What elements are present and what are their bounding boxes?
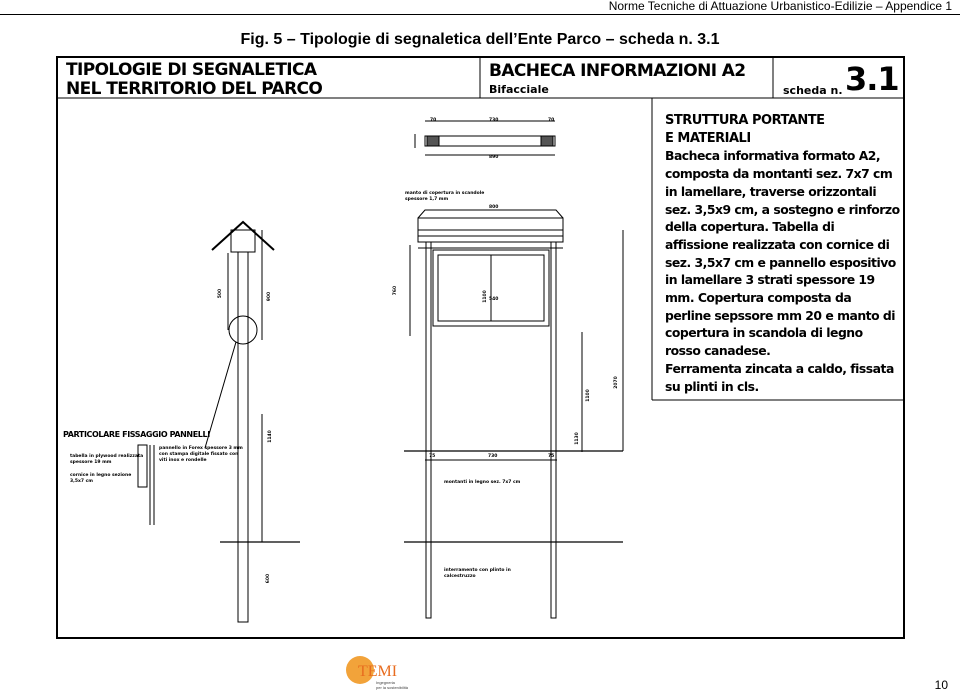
detail-note-left3: cornice in legno sezione (70, 473, 132, 478)
temi-logo: TEMI Ingegneria per la sostenibilità (342, 652, 432, 694)
running-title: Norme Tecniche di Attuazione Urbanistico… (608, 0, 952, 13)
detail-note-right1: pannello in Forex spessore 3 mm (159, 446, 243, 451)
description-line: Bacheca informativa formato A2, (665, 148, 881, 164)
detail-note-left4: 3,5x7 cm (70, 479, 93, 484)
detail-note-left2: spessore 19 mm (70, 460, 112, 465)
logo-text: TEMI (358, 663, 397, 680)
description-line: in lamellare, traverse orizzontali (665, 183, 877, 199)
roof-shingles (418, 229, 563, 237)
dim-label: 730 (488, 454, 498, 459)
technical-sheet: TIPOLOGIE DI SEGNALETICA NEL TERRITORIO … (56, 56, 905, 639)
detail-callout-circle (228, 315, 258, 345)
detail-note-left1: tabella in plywood realizzata (70, 454, 144, 459)
description-line: mm. Copertura composta da (665, 290, 852, 306)
detail-note-right2: con stampa digitale fissato con (159, 452, 239, 457)
board-title: BACHECA INFORMAZIONI A2 (489, 61, 746, 81)
description-line: copertura in scandola di legno (665, 325, 863, 341)
description-heading1: STRUTTURA PORTANTE (665, 113, 825, 128)
left-post (425, 241, 432, 619)
side-post (237, 251, 249, 623)
detail-note-right3: viti inox e rondelle (159, 458, 207, 463)
side-roof (211, 220, 275, 251)
description-line: sez. 3,5x9 cm, a sostegno e rinforzo (665, 201, 900, 217)
detail-title: PARTICOLARE FISSAGGIO PANNELLI (63, 430, 210, 439)
plan-view (414, 120, 556, 156)
front-view (404, 209, 624, 619)
description-line: in lamellare 3 strati spessore 19 (665, 272, 875, 288)
detail-frame (137, 444, 148, 488)
description-line: perline sepssore mm 20 e manto di (665, 307, 896, 323)
footing-note1: interramento con plinto in (444, 568, 511, 573)
dim-label: 890 (489, 155, 499, 160)
description-line: della copertura. Tabella di (665, 219, 835, 235)
description-line: composta da montanti sez. 7x7 cm (665, 166, 893, 182)
fixing-detail (137, 444, 155, 525)
dim-label: 75 (429, 454, 436, 459)
roof-top (417, 209, 564, 219)
description-line: Ferramenta zincata a caldo, fissata (665, 360, 894, 376)
sheet-title-line2: NEL TERRITORIO DEL PARCO (66, 79, 323, 99)
roof-note2: spessore 1,7 mm (405, 197, 449, 202)
description-line: affissione realizzata con cornice di (665, 236, 890, 252)
side-view (204, 220, 300, 623)
board-subtitle: Bifacciale (489, 83, 549, 96)
figure-caption: Fig. 5 – Tipologie di segnaletica dell’E… (240, 31, 720, 48)
footing-note2: calcestruzzo (444, 574, 476, 579)
logo-sub1: Ingegneria (376, 680, 396, 685)
detail-leader (204, 341, 237, 449)
right-post (550, 241, 557, 619)
dim-label: 540 (489, 297, 499, 302)
roof-note1: manto di copertura in scandole (405, 191, 485, 196)
plan-post-right (540, 135, 554, 147)
logo-sun-icon (346, 656, 374, 684)
logo-sub2: per la sostenibilità (376, 685, 409, 690)
side-roof-box (230, 229, 256, 253)
description-line: rosso canadese. (665, 343, 771, 359)
description-line: su plinti in cls. (665, 378, 759, 394)
scheda-number: 3.1 (845, 60, 900, 98)
posts-note: montanti in legno sez. 7x7 cm (444, 480, 521, 485)
description-heading2: E MATERIALI (665, 130, 751, 146)
page-header: Norme Tecniche di Attuazione Urbanistico… (0, 0, 960, 15)
plan-post-left (426, 135, 440, 147)
scheda-label: scheda n. (783, 84, 843, 97)
description-line: sez. 3,5x7 cm e pannello espositivo (665, 254, 896, 270)
sheet-title: TIPOLOGIE DI SEGNALETICA NEL TERRITORIO … (66, 60, 323, 99)
sheet-title-line1: TIPOLOGIE DI SEGNALETICA (66, 60, 317, 80)
display-frame (432, 249, 550, 327)
page-number: 10 (934, 678, 948, 692)
dim-label: 800 (489, 205, 499, 210)
plan-beam (424, 135, 556, 147)
materials-description: STRUTTURA PORTANTE E MATERIALI Bacheca i… (665, 112, 900, 395)
